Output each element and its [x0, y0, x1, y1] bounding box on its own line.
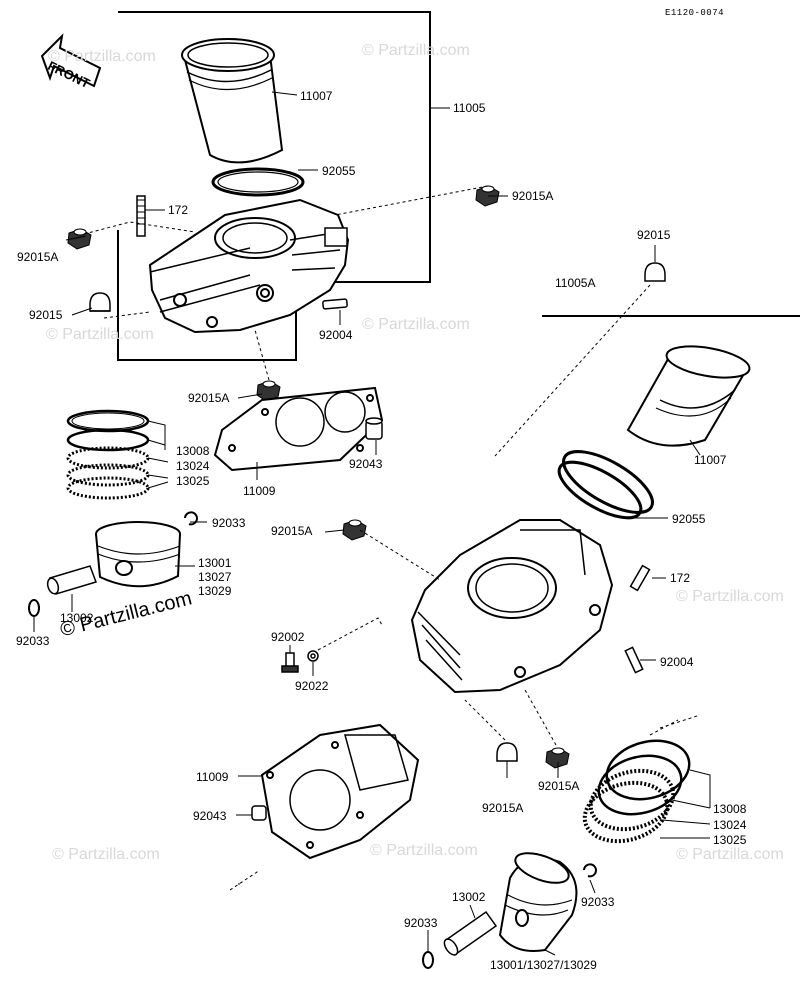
watermark-2: © Partzilla.com [362, 42, 470, 59]
label-13025-right: 13025 [713, 833, 747, 847]
label-92004-right: 92004 [660, 655, 694, 669]
label-92015-left: 92015 [29, 308, 63, 322]
watermark-7: © Partzilla.com [370, 842, 478, 859]
label-11005A: 11005A [555, 276, 596, 290]
leaders-92002 [289, 617, 383, 676]
piston-left [95, 521, 181, 588]
dowel-92043-bottom [251, 805, 267, 821]
piston-pin-left [46, 565, 97, 595]
part-92055-right [557, 450, 654, 520]
leaders-left-piston [33, 440, 377, 632]
leaders-rings-right [649, 714, 711, 839]
label-13002-bottom: 13002 [452, 890, 486, 904]
label-13025-left: 13025 [176, 474, 210, 488]
dowel-92043-top [365, 417, 383, 440]
circlip-92033-bottom-right [583, 863, 597, 878]
label-92043-top: 92043 [349, 457, 383, 471]
label-13027-left: 13027 [198, 570, 232, 584]
label-92015A-bottom-right: 92015A [538, 779, 580, 793]
label-172-top: 172 [168, 203, 189, 217]
leaders-top-left [65, 91, 508, 399]
circlip-92033-bottom-left [422, 951, 434, 969]
label-172-right: 172 [670, 571, 691, 585]
label-92033-bottom-left: 92033 [404, 916, 438, 930]
front-arrow-icon [40, 33, 102, 88]
nut-92015A-center [342, 519, 367, 541]
label-92002: 92002 [271, 630, 305, 644]
piston-pin-right [443, 910, 498, 956]
gasket-11009-top [213, 386, 384, 472]
part-92004-top [322, 298, 348, 310]
part-11007-right [626, 345, 751, 447]
label-92004-top: 92004 [319, 328, 353, 342]
cylinder-block-right [410, 519, 614, 694]
part-92004-right [624, 646, 644, 674]
part-11007-top [181, 38, 284, 164]
label-13002-left: 13002 [60, 611, 94, 625]
label-92015A-top-right: 92015A [512, 189, 554, 203]
watermark-8: © Partzilla.com [676, 846, 784, 863]
part-92055-top [211, 167, 305, 197]
label-11007-right: 11007 [694, 453, 727, 467]
nut-92015A-top-right [475, 185, 500, 207]
label-13024-right: 13024 [713, 818, 747, 832]
watermark-4: © Partzilla.com [362, 316, 470, 333]
watermark-6: © Partzilla.com [52, 846, 160, 863]
cylinder-block-top [148, 198, 350, 334]
part-172-right [629, 564, 651, 592]
label-13029-left: 13029 [198, 584, 232, 598]
watermark-3: © Partzilla.com [46, 326, 154, 343]
nut-92015A-left [67, 228, 92, 250]
piston-rings-right [582, 739, 691, 844]
label-92015A-left: 92015A [17, 250, 59, 264]
label-92043-bottom: 92043 [193, 809, 227, 823]
label-92022: 92022 [295, 679, 329, 693]
watermark-1: © Partzilla.com [48, 48, 156, 65]
piston-right [498, 852, 578, 952]
nut-92015A-bottom-right [545, 747, 570, 769]
diagram-code: E1120-0074 [665, 8, 725, 18]
leaders-bottom-nuts [464, 689, 559, 778]
label-92033-b: 92033 [16, 634, 50, 648]
label-11007-top: 11007 [300, 89, 333, 103]
bolt-92002 [281, 652, 299, 673]
piston-rings-left [66, 409, 169, 500]
label-11009-bottom: 11009 [196, 770, 229, 784]
label-13008-left: 13008 [176, 444, 210, 458]
nut-92015-left [89, 292, 111, 312]
label-92015-right: 92015 [637, 228, 671, 242]
label-92015A-mid: 92015A [188, 391, 230, 405]
label-11005: 11005 [453, 101, 486, 115]
label-92015A-bottom-left: 92015A [482, 801, 524, 815]
label-11009-top: 11009 [243, 484, 276, 498]
label-92015A-center: 92015A [271, 524, 313, 538]
label-92055-right: 92055 [672, 512, 706, 526]
label-13001-13027-13029-bottom: 13001/13027/13029 [490, 958, 597, 972]
label-92055-top: 92055 [322, 164, 356, 178]
label-13024-left: 13024 [176, 459, 210, 473]
nut-92015A-bottom-left [496, 742, 518, 762]
nut-92015-right [644, 262, 666, 282]
label-92033-bottom-right: 92033 [581, 895, 615, 909]
gasket-11009-bottom [260, 723, 420, 860]
part-172-top [136, 195, 146, 237]
circlip-92033-a [184, 511, 198, 526]
watermark-5: © Partzilla.com [676, 588, 784, 605]
label-13001-left: 13001 [198, 556, 232, 570]
label-92033-a: 92033 [212, 516, 246, 530]
label-13008-right: 13008 [713, 802, 747, 816]
circlip-92033-b [28, 599, 40, 617]
washer-92022 [307, 650, 319, 662]
